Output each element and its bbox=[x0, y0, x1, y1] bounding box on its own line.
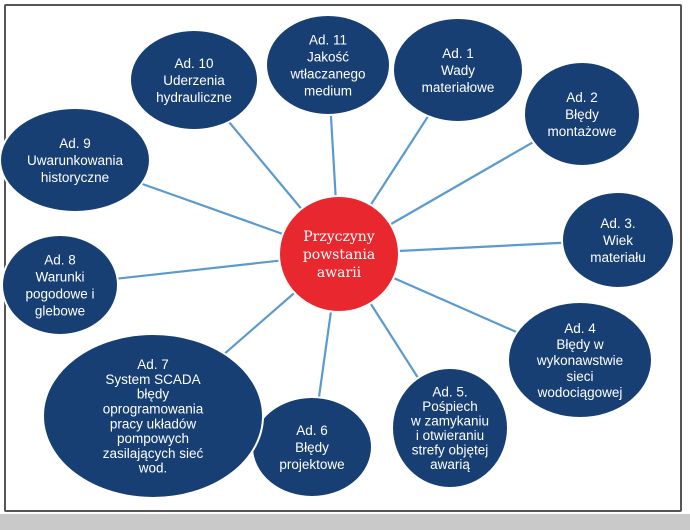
bubble-ad8-line-4: glebowe bbox=[35, 303, 85, 318]
bubble-ad11: Ad. 11 Jakość wtłaczanego medium bbox=[265, 14, 391, 116]
bubble-ad11-line-4: medium bbox=[304, 83, 352, 98]
bubble-ad8-line-2: Warunki bbox=[35, 269, 84, 284]
bubble-ad2-line-1: Ad. 2 bbox=[566, 90, 598, 105]
bubble-ad2-line-3: montażowe bbox=[547, 124, 616, 139]
bubble-ad3-line-2: Wiek bbox=[603, 233, 633, 248]
bubble-ad5-line-1: Ad. 5. bbox=[432, 384, 467, 399]
bubble-ad5-line-2: Pośpiech bbox=[422, 399, 478, 414]
bubble-shape-ad5 bbox=[391, 367, 509, 489]
bubble-shape-ad10 bbox=[129, 29, 259, 131]
bottom-bar bbox=[0, 514, 690, 530]
bubble-ad7-line-2: System SCADA bbox=[105, 372, 200, 387]
bubble-shape-ad1 bbox=[392, 17, 524, 123]
bubble-ad7-line-3: błędy bbox=[137, 387, 170, 402]
bubble-ad4-line-5: wodociągowej bbox=[537, 385, 623, 400]
bubble-ad9-line-1: Ad. 9 bbox=[59, 136, 91, 151]
center-bubble-line-2: powstania bbox=[303, 247, 375, 263]
bubble-ad5-line-3: w zamykaniu bbox=[410, 413, 489, 428]
bubble-ad2-line-2: Błędy bbox=[565, 107, 599, 122]
bubble-ad4-line-2: Błędy w bbox=[556, 337, 604, 352]
bubble-shape-ad3 bbox=[561, 191, 675, 289]
bubble-shape-ad2 bbox=[523, 61, 641, 167]
bubble-ad8-line-1: Ad. 8 bbox=[44, 252, 76, 267]
bubble-ad1-line-3: materiałowe bbox=[422, 80, 495, 95]
bubble-ad10-line-2: Uderzenia bbox=[163, 73, 225, 88]
bubble-ad6-line-1: Ad. 6 bbox=[296, 423, 328, 438]
bubble-shape-ad11 bbox=[265, 14, 391, 116]
bubble-shape-ad7 bbox=[42, 333, 264, 499]
bubble-shape-ad9 bbox=[0, 107, 151, 213]
bubble-ad7-line-6: pompowych bbox=[117, 431, 189, 446]
bubble-ad5-line-5: strefy objętej bbox=[412, 442, 489, 457]
center-bubble-line-1: Przyczyny bbox=[303, 229, 375, 245]
bubble-ad1-line-1: Ad. 1 bbox=[442, 46, 474, 61]
bubble-ad11-line-2: Jakość bbox=[307, 49, 349, 64]
bubble-shape-ad4 bbox=[507, 301, 653, 419]
bubble-ad4-line-4: sieci bbox=[566, 369, 593, 384]
bubble-ad1-line-2: Wady bbox=[441, 63, 475, 78]
bubble-ad7-line-5: pracy układów bbox=[110, 416, 197, 431]
bubble-ad9: Ad. 9 Uwarunkowania historyczne bbox=[0, 107, 151, 213]
bubble-ad11-line-3: wtłaczanego bbox=[289, 66, 365, 81]
bubble-ad2: Ad. 2 Błędy montażowe bbox=[523, 61, 641, 167]
bubble-ad4-line-1: Ad. 4 bbox=[564, 321, 596, 336]
bubble-ad9-line-3: historyczne bbox=[41, 170, 109, 185]
bubble-ad6: Ad. 6 Błędy projektowe bbox=[251, 396, 373, 498]
bubble-ad7-line-8: wod. bbox=[138, 461, 168, 476]
bubble-ad7-line-4: oprogramowania bbox=[103, 401, 204, 416]
bubble-ad3-line-3: materiału bbox=[590, 250, 646, 265]
bubble-ad8: Ad. 8 Warunki pogodowe i glebowe bbox=[1, 234, 119, 336]
bubble-ad10-line-1: Ad. 10 bbox=[174, 56, 213, 71]
bubble-ad7-line-1: Ad. 7 bbox=[137, 357, 169, 372]
bubble-ad9-line-2: Uwarunkowania bbox=[27, 153, 124, 168]
bubble-ad5-line-4: i otwieraniu bbox=[416, 428, 484, 443]
bubble-ad4-line-3: wykonawstwie bbox=[536, 353, 623, 368]
bubble-ad11-line-1: Ad. 11 bbox=[309, 32, 347, 47]
bubble-ad6-line-2: Błędy bbox=[295, 440, 329, 455]
bubble-ad5-line-6: awarią bbox=[430, 457, 470, 472]
bubble-ad7-line-7: zasilających sieć bbox=[103, 446, 204, 461]
bubble-ad10: Ad. 10 Uderzenia hydrauliczne bbox=[129, 29, 259, 131]
bubble-ad3-line-1: Ad. 3. bbox=[600, 216, 635, 231]
bubble-ad8-line-3: pogodowe i bbox=[25, 286, 94, 301]
center-bubble-shape bbox=[278, 195, 400, 313]
center-bubble: Przyczyny powstania awarii bbox=[278, 195, 400, 313]
bubble-ad6-line-3: projektowe bbox=[279, 457, 344, 472]
center-bubble-line-3: awarii bbox=[317, 265, 362, 281]
bubble-ad3: Ad. 3. Wiek materiału bbox=[561, 191, 675, 289]
bubble-ad10-line-3: hydrauliczne bbox=[156, 90, 232, 105]
bubble-shape-ad8 bbox=[1, 234, 119, 336]
bubble-ad1: Ad. 1 Wady materiałowe bbox=[392, 17, 524, 123]
